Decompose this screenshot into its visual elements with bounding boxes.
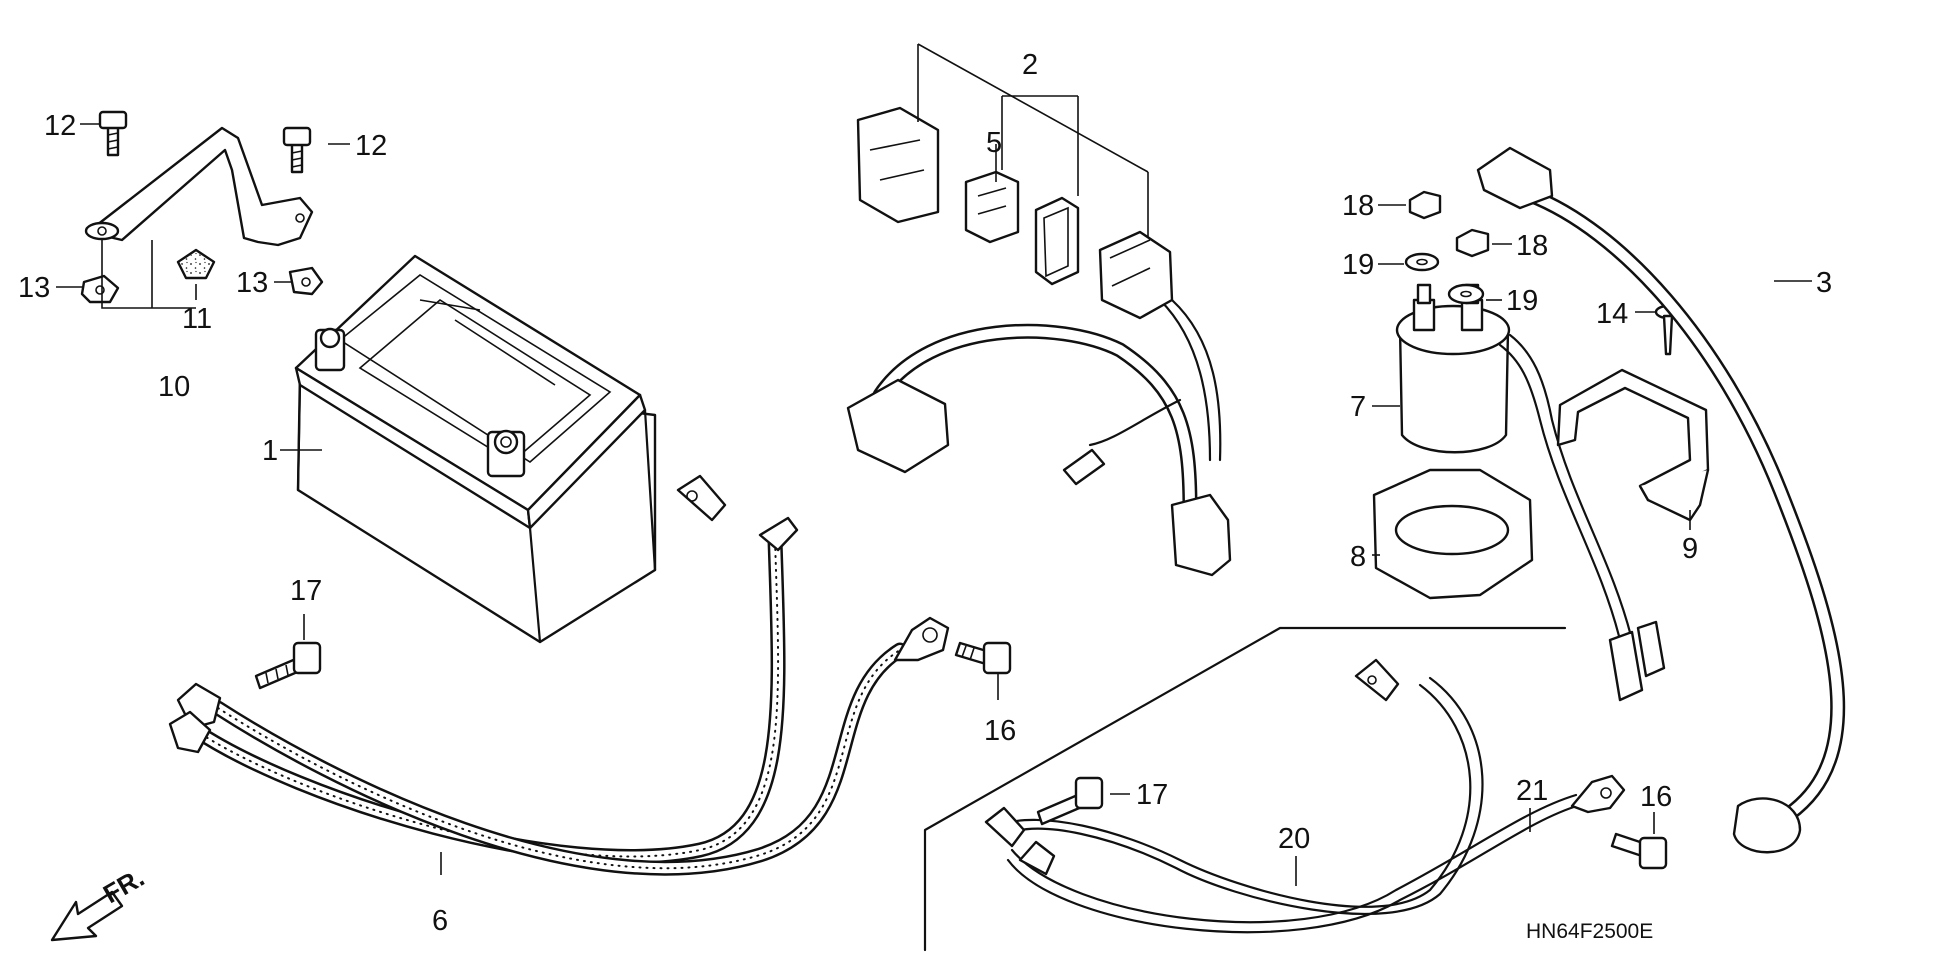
callout-13-left: 13 [18, 272, 50, 304]
callout-16-lower: 16 [1640, 781, 1672, 813]
flange-bolt-17-upper [254, 641, 322, 690]
callout-19-left: 19 [1342, 249, 1374, 281]
flange-bolt-right [282, 126, 312, 174]
callout-7: 7 [1350, 391, 1366, 423]
callout-5: 5 [986, 127, 1002, 159]
callout-6: 6 [432, 905, 448, 937]
battery-bracket [84, 126, 314, 247]
clip-nut-left [80, 274, 120, 304]
callout-17-upper: 17 [290, 575, 322, 607]
callout-18-top: 18 [1342, 190, 1374, 222]
callout-21: 21 [1516, 775, 1548, 807]
washer-19-right [1447, 283, 1485, 305]
callout-19-right: 19 [1506, 285, 1538, 317]
cable-3 [1476, 146, 1846, 854]
callout-9: 9 [1682, 533, 1698, 565]
cable-21 [1006, 774, 1626, 934]
callout-17-lower: 17 [1136, 779, 1168, 811]
leader-lines [56, 123, 1812, 886]
front-direction-arrow: FR. [50, 862, 149, 942]
callout-1: 1 [262, 435, 278, 467]
starter-relay [1395, 283, 1666, 702]
callout-20: 20 [1278, 823, 1310, 855]
battery-cable-main [168, 474, 950, 876]
callout-16-upper: 16 [984, 715, 1016, 747]
battery [294, 254, 657, 644]
callout-10: 10 [158, 371, 190, 403]
relay-cover [1372, 468, 1534, 600]
nut-18-right [1455, 228, 1490, 258]
callout-18-right: 18 [1516, 230, 1548, 262]
callout-8: 8 [1350, 541, 1366, 573]
callout-14: 14 [1596, 298, 1628, 330]
callout-13-right: 13 [236, 267, 268, 299]
relay-stay [1556, 368, 1710, 522]
flange-bolt-16-lower [1610, 832, 1668, 870]
nut-18-top [1408, 190, 1442, 220]
callout-11: 11 [182, 303, 212, 335]
diagram-code: HN64F2500E [1526, 920, 1653, 943]
callout-labels: 12 12 13 13 11 10 1 17 16 6 2 5 18 18 19… [18, 49, 1832, 937]
callout-3: 3 [1816, 267, 1832, 299]
harness-callout-bracket [917, 43, 1149, 238]
flange-bolt-16-upper [954, 641, 1012, 675]
kit-boundary-line [923, 626, 1567, 952]
rubber-pad [176, 248, 216, 280]
callout-12-left: 12 [44, 110, 76, 142]
cable-20 [984, 658, 1484, 916]
callout-2: 2 [1022, 49, 1038, 81]
starter-harness [846, 106, 1232, 577]
flange-bolt-17-lower [1036, 776, 1104, 826]
washer-19-left [1404, 252, 1440, 272]
clip-nut-right [288, 266, 324, 296]
callout-12-right: 12 [355, 130, 387, 162]
flange-bolt-left [98, 110, 128, 157]
